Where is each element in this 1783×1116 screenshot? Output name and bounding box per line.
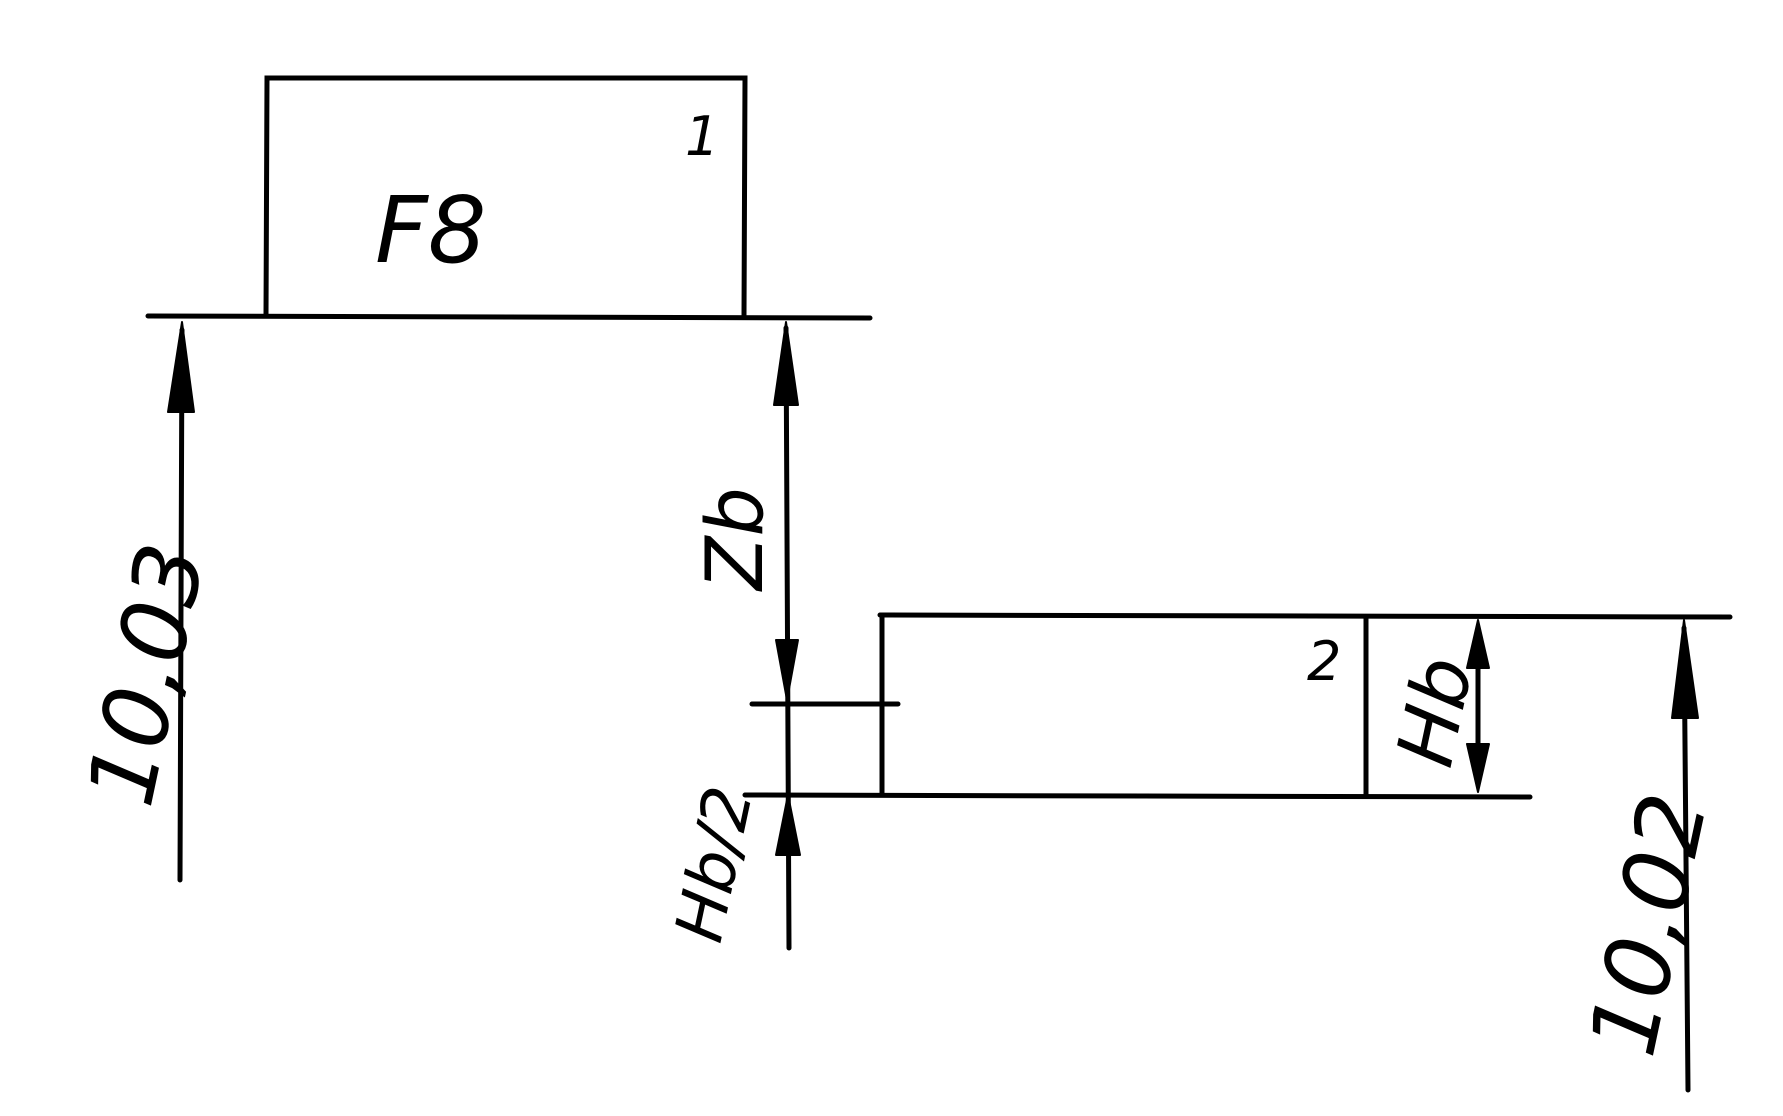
hb-half-label: Hb/2	[660, 780, 768, 948]
left-dimension-line	[177, 327, 185, 883]
left-dimension-value: 10,03	[67, 535, 226, 815]
hb-label: Hb	[1381, 649, 1492, 774]
hb-top-arrowhead	[1466, 619, 1490, 669]
box-1-number: 1	[685, 105, 719, 168]
box-1-label: F8	[375, 177, 486, 284]
lower-upper-line	[877, 612, 1733, 620]
box-2-number: 2	[1307, 630, 1341, 693]
zb-label: Zb	[691, 487, 781, 592]
box-1-outline	[263, 75, 748, 319]
zb-top-arrowhead	[773, 321, 799, 406]
upper-reference-line	[145, 313, 873, 321]
right-dimension-value: 10,02	[1569, 785, 1728, 1065]
left-dimension-arrowhead	[167, 321, 195, 413]
zb-bottom-arrowhead	[775, 639, 799, 701]
lower-bottom-line	[742, 792, 1533, 800]
hb-bottom-arrowhead	[1466, 743, 1490, 793]
right-dimension-arrowhead	[1671, 619, 1699, 719]
hb-half-arrowhead	[775, 794, 801, 856]
